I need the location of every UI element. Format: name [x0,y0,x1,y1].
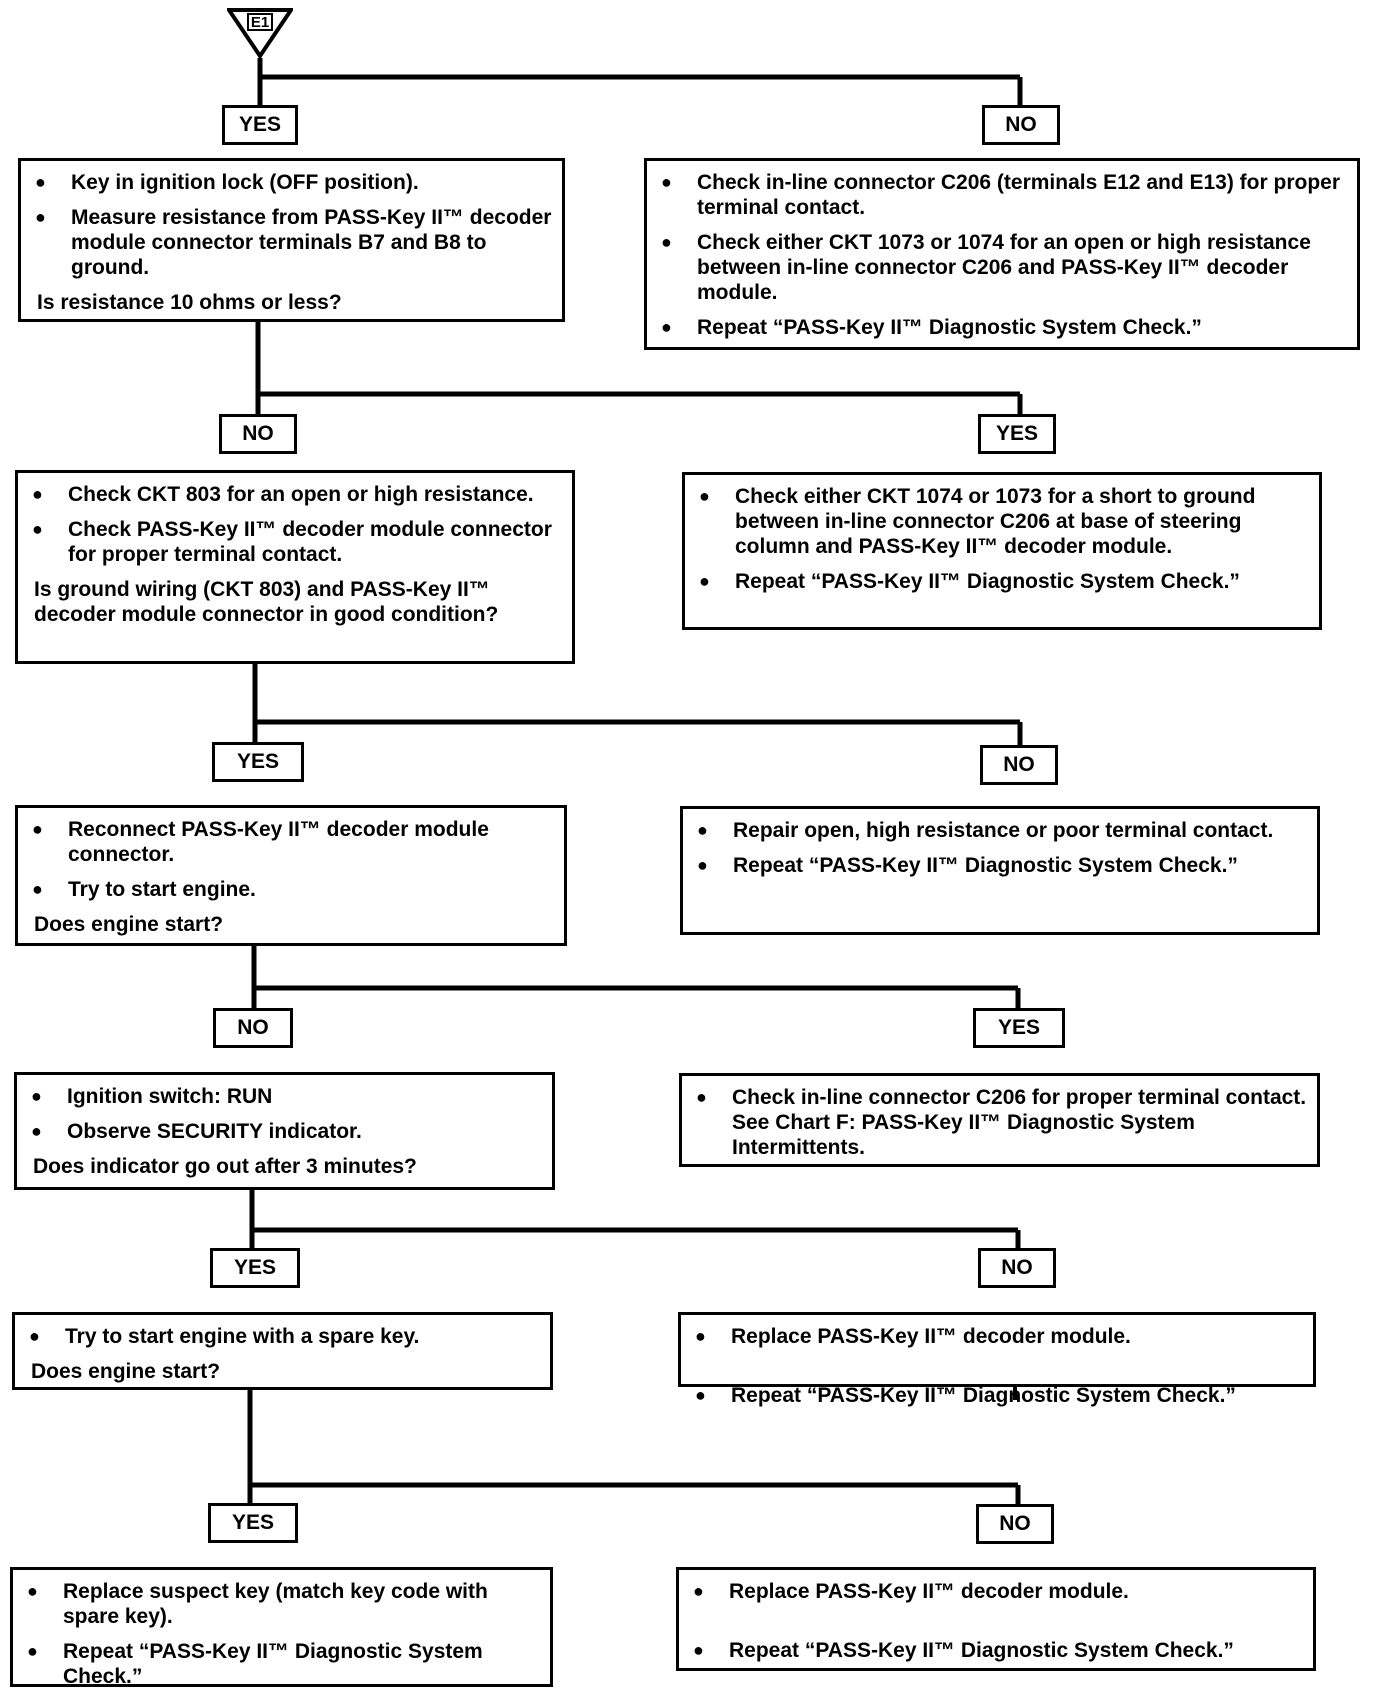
step-question: Does engine start? [31,1360,221,1383]
step-bullet: Measure resistance from PASS-Key II™ dec… [21,205,552,280]
yes-label: YES [208,1503,298,1543]
no-label: NO [982,105,1060,145]
step-box: Key in ignition lock (OFF position). Mea… [18,158,565,322]
step-bullet: Check in-line connector C206 for proper … [682,1085,1307,1160]
step-bullet: Check PASS-Key II™ decoder module connec… [18,517,562,567]
entry-marker-label: E1 [250,14,270,31]
no-label: NO [978,1248,1056,1288]
step-box: Try to start engine with a spare key. Do… [12,1312,553,1390]
yes-label: YES [973,1008,1065,1048]
step-box: Check in-line connector C206 (terminals … [644,158,1360,350]
step-bullet: Replace PASS-Key II™ decoder module. [679,1579,1303,1604]
step-question: Is resistance 10 ohms or less? [37,291,342,314]
step-bullet: Replace PASS-Key II™ decoder module. [681,1324,1303,1349]
step-bullet: Repeat “PASS-Key II™ Diagnostic System C… [647,315,1347,340]
step-bullet: Repeat “PASS-Key II™ Diagnostic System C… [13,1639,540,1689]
yes-label: YES [210,1248,300,1288]
step-box: Replace PASS-Key II™ decoder module. Rep… [676,1567,1316,1671]
step-bullet: Try to start engine. [18,877,554,902]
step-question: Does engine start? [34,913,224,936]
no-label: NO [976,1504,1054,1544]
yes-label: YES [222,105,298,145]
step-question: Does indicator go out after 3 minutes? [33,1155,417,1178]
entry-marker: E1 [227,8,293,58]
step-bullet: Observe SECURITY indicator. [17,1119,542,1144]
no-label: NO [213,1008,293,1048]
step-bullet: Try to start engine with a spare key. [15,1324,540,1349]
step-bullet: Check either CKT 1073 or 1074 for an ope… [647,230,1347,305]
step-box: Check either CKT 1074 or 1073 for a shor… [682,472,1322,630]
no-label: NO [219,414,297,454]
step-bullet: Check either CKT 1074 or 1073 for a shor… [685,484,1309,559]
step-box: Check in-line connector C206 for proper … [679,1073,1320,1167]
step-box: Replace suspect key (match key code with… [10,1567,553,1689]
step-bullet: Key in ignition lock (OFF position). [21,170,552,195]
step-box: Replace PASS-Key II™ decoder module. Rep… [678,1312,1316,1408]
step-bullet: Check CKT 803 for an open or high resist… [18,482,562,507]
step-box: Ignition switch: RUN Observe SECURITY in… [14,1072,555,1190]
step-box: Check CKT 803 for an open or high resist… [15,470,575,664]
step-bullet: Repeat “PASS-Key II™ Diagnostic System C… [685,569,1309,594]
step-bullet: Repeat “PASS-Key II™ Diagnostic System C… [683,853,1307,878]
step-bullet: Reconnect PASS-Key II™ decoder module co… [18,817,554,867]
step-bullet: Replace suspect key (match key code with… [13,1579,540,1629]
no-label: NO [980,745,1058,785]
step-bullet: Repeat “PASS-Key II™ Diagnostic System C… [681,1383,1303,1408]
yes-label: YES [212,742,304,782]
step-bullet: Repair open, high resistance or poor ter… [683,818,1307,843]
triangle-marker-icon [227,8,293,58]
step-box: Repair open, high resistance or poor ter… [680,806,1320,935]
step-bullet: Check in-line connector C206 (terminals … [647,170,1347,220]
yes-label: YES [978,414,1056,454]
step-bullet: Ignition switch: RUN [17,1084,542,1109]
step-box: Reconnect PASS-Key II™ decoder module co… [15,805,567,946]
step-question: Is ground wiring (CKT 803) and PASS-Key … [34,578,499,626]
step-bullet: Repeat “PASS-Key II™ Diagnostic System C… [679,1638,1303,1663]
